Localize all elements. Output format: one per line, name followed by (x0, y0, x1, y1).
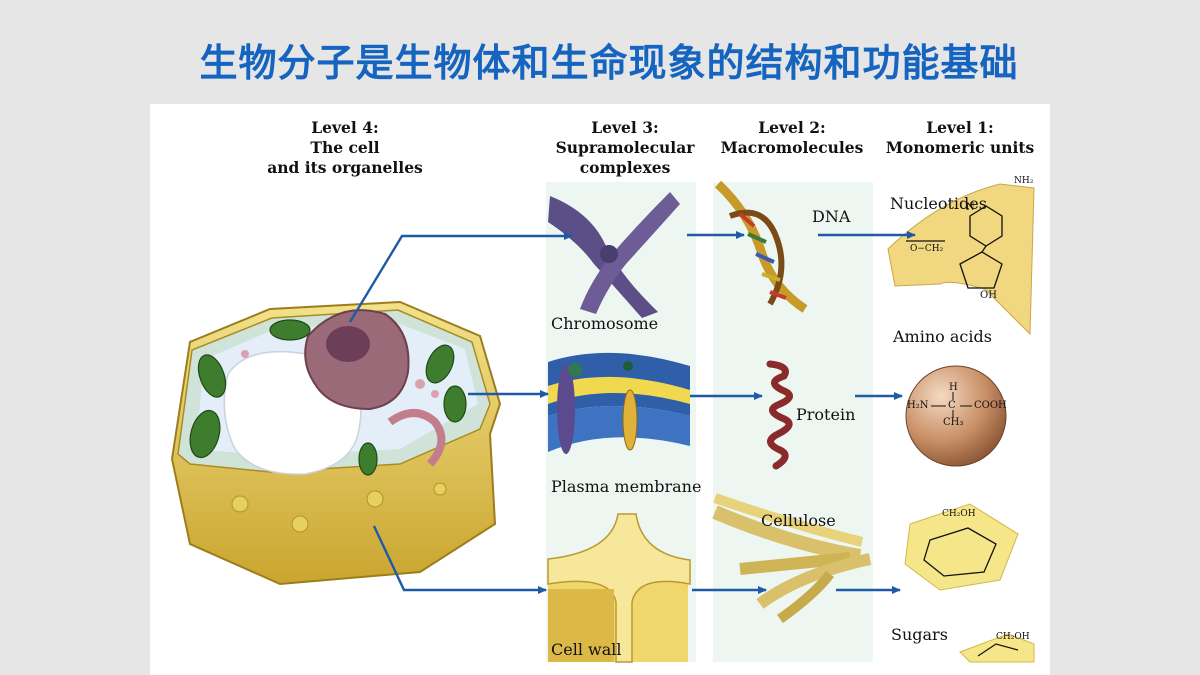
arrow-cell-to-cell-wall (372, 525, 547, 594)
arrow-cell-to-chromosome (348, 232, 573, 323)
sugars-label: Sugars (891, 625, 948, 644)
formula-ch2oh-bottom: CH₂OH (996, 632, 1030, 642)
sugar-illustration (904, 503, 1035, 663)
level2-heading: Level 2: Macromolecules (712, 118, 872, 158)
nucleotide-illustration (887, 183, 1035, 336)
level3-heading-line2: Supramolecular (555, 138, 695, 157)
level1-heading-line1: Level 1: (926, 118, 994, 137)
formula-oh-nucleotide: OH (980, 290, 997, 301)
dna-label: DNA (812, 207, 851, 226)
chromosome-illustration (548, 192, 680, 318)
amino-acids-label: Amino acids (893, 327, 992, 346)
figure-artwork (170, 180, 1035, 663)
formula-h: H (949, 382, 958, 393)
level3-heading: Level 3: Supramolecular complexes (540, 118, 710, 178)
slide-title: 生物分子是生物体和生命现象的结构和功能基础 (199, 41, 1019, 85)
formula-cooh: COOH (974, 400, 1007, 411)
formula-ch3: CH₃ (943, 417, 964, 428)
level2-heading-line1: Level 2: (758, 118, 826, 137)
formula-ch2oh-top: CH₂OH (942, 509, 976, 519)
cellulose-illustration (712, 493, 872, 624)
formula-ch2: O−CH₂ (910, 244, 944, 254)
protein-illustration (766, 360, 793, 470)
formula-c: C (948, 400, 956, 411)
formula-nh2: NH₂ (1014, 176, 1034, 186)
formula-h2n: H₂N (907, 400, 929, 411)
chromosome-label: Chromosome (551, 314, 659, 333)
cellulose-label: Cellulose (761, 511, 836, 530)
plasma-membrane-illustration (548, 352, 690, 454)
level1-heading-line2: Monomeric units (885, 138, 1035, 157)
level4-heading-line1: Level 4: (311, 118, 379, 137)
level4-heading-line3: and its organelles (267, 158, 423, 177)
amino-acid-illustration (905, 365, 1007, 467)
protein-label: Protein (796, 405, 856, 424)
level1-heading: Level 1: Monomeric units (880, 118, 1040, 158)
hierarchy-arrows (348, 231, 916, 594)
formula-n-top: N (966, 202, 975, 213)
biomolecule-hierarchy-figure: Level 4: The cell and its organelles Lev… (150, 104, 1050, 675)
level4-heading: Level 4: The cell and its organelles (240, 118, 450, 178)
dna-illustration (714, 180, 808, 313)
level3-heading-line3: complexes (579, 158, 671, 177)
level3-heading-line1: Level 3: (591, 118, 659, 137)
plant-cell-illustration (170, 300, 502, 586)
level4-heading-line2: The cell (310, 138, 380, 157)
cell-wall-illustration (547, 513, 691, 663)
level2-heading-line2: Macromolecules (720, 138, 864, 157)
cell-wall-label: Cell wall (551, 640, 622, 659)
nucleotides-label: Nucleotides (890, 194, 987, 213)
plasma-membrane-label: Plasma membrane (551, 477, 702, 496)
